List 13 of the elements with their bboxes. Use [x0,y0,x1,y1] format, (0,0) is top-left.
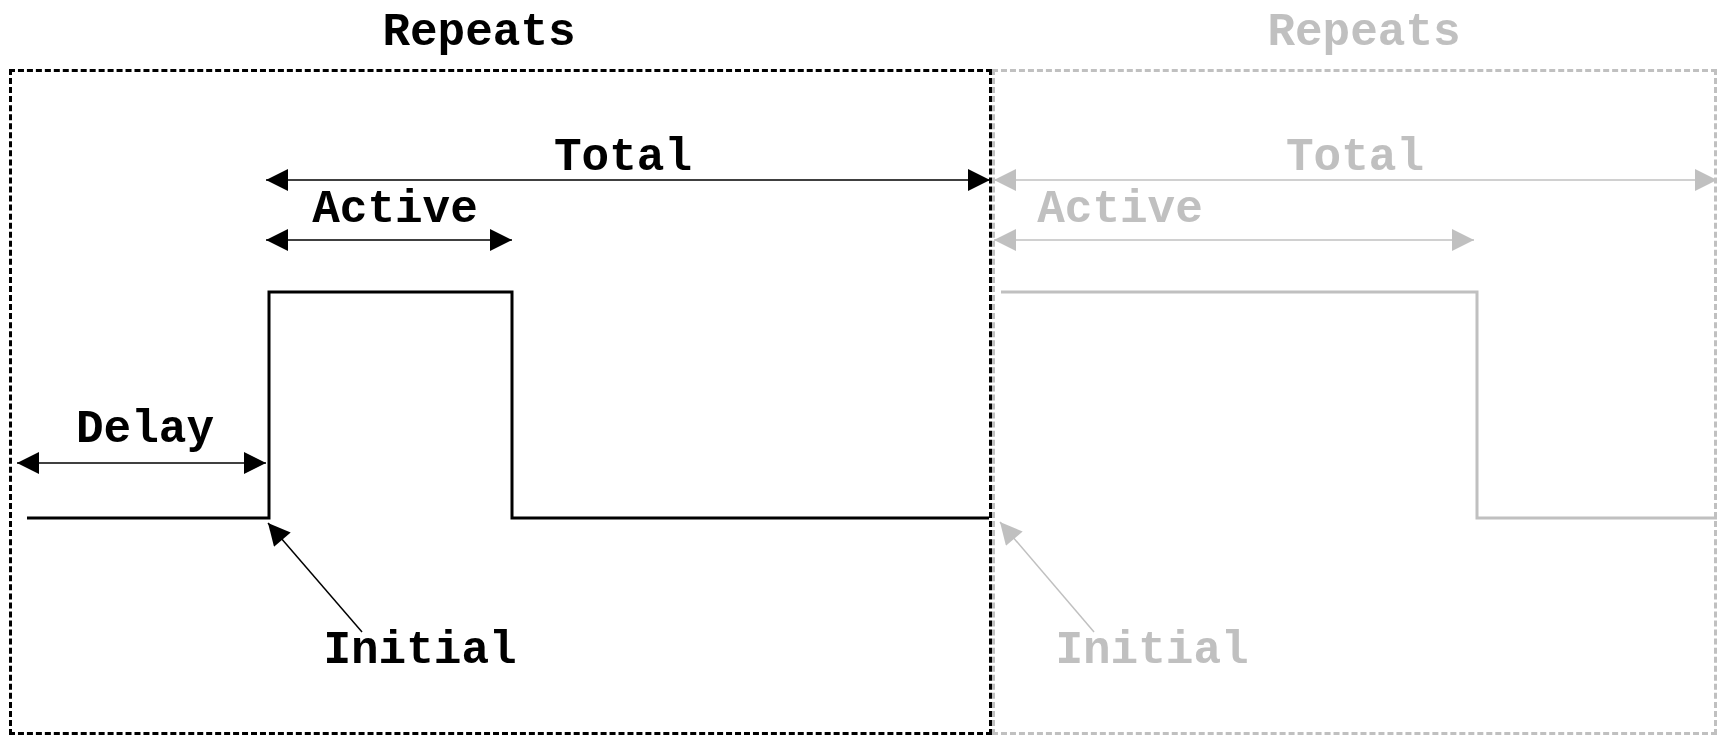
dimension-label: Active [312,185,478,235]
pulse-waveform [27,290,989,520]
callout-text: Initial [323,626,517,676]
dimension-label: Delay [76,405,214,455]
callout-text: Initial [1055,626,1249,676]
leader-line [267,522,363,633]
leader-line [999,521,1095,633]
frame-heading: Repeats [382,8,576,58]
dimension-label: Total [554,133,692,183]
frame-heading: Repeats [1267,8,1461,58]
dimension-label: Total [1286,133,1424,183]
pulse-waveform [1001,290,1717,520]
dimension-label: Active [1037,185,1203,235]
